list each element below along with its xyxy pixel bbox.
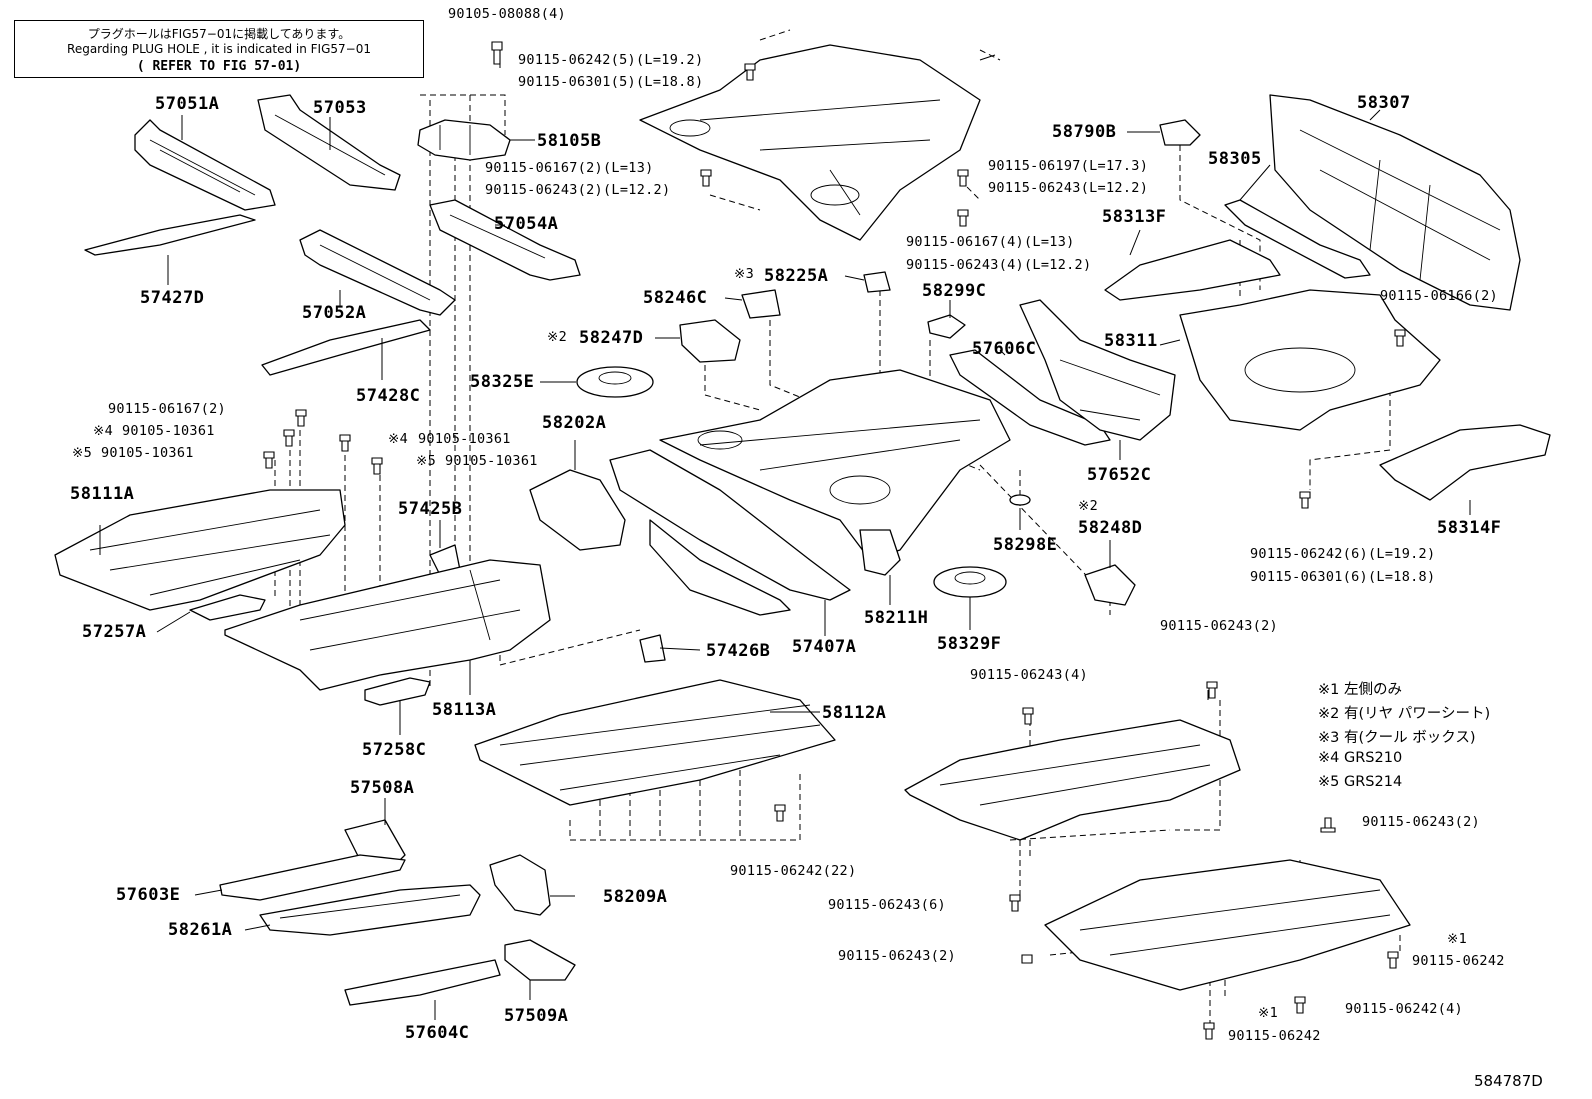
fastener-label-f23[interactable]: 90115-06243(2) — [838, 948, 956, 964]
part-label-58202A[interactable]: 58202A — [542, 413, 607, 433]
legend-item-2: ※2 有(リヤ パワーシート) — [1318, 706, 1491, 722]
part-label-58325E[interactable]: 58325E — [470, 372, 535, 392]
part-label-58298E[interactable]: 58298E — [993, 535, 1058, 555]
fastener-label-f22[interactable]: 90115-06243(6) — [828, 897, 946, 913]
part-label-57426B[interactable]: 57426B — [706, 641, 771, 661]
fastener-label-f9[interactable]: 90115-06243(4)(L=12.2) — [906, 257, 1092, 273]
part-label-57606C[interactable]: 57606C — [972, 339, 1037, 359]
part-label-58790B[interactable]: 58790B — [1052, 122, 1117, 142]
part-mark-2b: ※2 — [1078, 498, 1099, 514]
legend-item-1: ※1 左側のみ — [1318, 682, 1402, 698]
part-label-58307[interactable]: 58307 — [1357, 93, 1411, 113]
part-label-58225A[interactable]: 58225A — [764, 266, 829, 286]
fastener-label-f11[interactable]: 90115-06167(2) — [108, 401, 226, 417]
part-label-58111A[interactable]: 58111A — [70, 484, 135, 504]
part-label-57054A[interactable]: 57054A — [494, 214, 559, 234]
fastener-label-f3[interactable]: 90115-06301(5)(L=18.8) — [518, 74, 704, 90]
part-label-58299C[interactable]: 58299C — [922, 281, 987, 301]
leader-lines — [99, 54, 1471, 1020]
fastener-mark-4b: ※4 — [388, 431, 409, 447]
note-line-japanese: プラグホールはFIG57−01に掲載してあります。 — [87, 27, 351, 41]
part-label-58313F[interactable]: 58313F — [1102, 207, 1167, 227]
note-line-english: Regarding PLUG HOLE , it is indicated in… — [67, 42, 371, 56]
part-label-58113A[interactable]: 58113A — [432, 700, 497, 720]
fastener-label-f1[interactable]: 90105-08088(4) — [448, 6, 566, 22]
fastener-label-f14[interactable]: 90105-10361 — [418, 431, 511, 447]
parts-outlines — [54, 44, 1551, 1006]
part-label-58261A[interactable]: 58261A — [168, 920, 233, 940]
fastener-label-f10[interactable]: 90115-06166(2) — [1380, 288, 1498, 304]
part-label-58311[interactable]: 58311 — [1104, 331, 1158, 351]
fastener-mark-1b: ※1 — [1258, 1005, 1279, 1021]
fastener-label-f26[interactable]: 90115-06242 — [1228, 1028, 1321, 1044]
part-label-57652C[interactable]: 57652C — [1087, 465, 1152, 485]
part-label-58211H[interactable]: 58211H — [864, 608, 929, 628]
part-label-58248D[interactable]: 58248D — [1078, 518, 1143, 538]
fastener-mark-4a: ※4 — [93, 423, 114, 439]
fastener-label-f12[interactable]: 90105-10361 — [122, 423, 215, 439]
fastener-label-f25[interactable]: 90115-06242(4) — [1345, 1001, 1463, 1017]
part-mark-3: ※3 — [734, 266, 755, 282]
part-label-58105B[interactable]: 58105B — [537, 131, 602, 151]
part-label-58246C[interactable]: 58246C — [643, 288, 708, 308]
fastener-label-f17[interactable]: 90115-06301(6)(L=18.8) — [1250, 569, 1436, 585]
fastener-label-f15[interactable]: 90105-10361 — [445, 453, 538, 469]
note-refer-fig: ( REFER TO FIG 57-01) — [136, 59, 302, 74]
fastener-label-f16[interactable]: 90115-06242(6)(L=19.2) — [1250, 546, 1436, 562]
part-label-57425B[interactable]: 57425B — [398, 499, 463, 519]
part-label-57258C[interactable]: 57258C — [362, 740, 427, 760]
part-mark-2a: ※2 — [547, 329, 568, 345]
part-label-57508A[interactable]: 57508A — [350, 778, 415, 798]
part-label-57509A[interactable]: 57509A — [504, 1006, 569, 1026]
fastener-label-f20[interactable]: 90115-06242(22) — [730, 863, 857, 879]
part-label-58305[interactable]: 58305 — [1208, 149, 1262, 169]
part-label-57427D[interactable]: 57427D — [140, 288, 205, 308]
fastener-label-f18[interactable]: 90115-06243(2) — [1160, 618, 1278, 634]
part-label-57603E[interactable]: 57603E — [116, 885, 181, 905]
legend: ※1 左側のみ ※2 有(リヤ パワーシート) ※3 有(クール ボックス) ※… — [1318, 678, 1490, 798]
fastener-label-f19[interactable]: 90115-06243(4) — [970, 667, 1088, 683]
part-label-57257A[interactable]: 57257A — [82, 622, 147, 642]
part-label-57428C[interactable]: 57428C — [356, 386, 421, 406]
fastener-mark-1a: ※1 — [1447, 931, 1468, 947]
part-label-58209A[interactable]: 58209A — [603, 887, 668, 907]
fastener-mark-5a: ※5 — [72, 445, 93, 461]
part-label-57407A[interactable]: 57407A — [792, 637, 857, 657]
fastener-label-f21[interactable]: 90115-06243(2) — [1362, 814, 1480, 830]
fastener-label-f13[interactable]: 90105-10361 — [101, 445, 194, 461]
part-label-57051A[interactable]: 57051A — [155, 94, 220, 114]
part-label-57604C[interactable]: 57604C — [405, 1023, 470, 1043]
part-label-57052A[interactable]: 57052A — [302, 303, 367, 323]
part-label-58112A[interactable]: 58112A — [822, 703, 887, 723]
part-label-58314F[interactable]: 58314F — [1437, 518, 1502, 538]
fastener-label-f4[interactable]: 90115-06167(2)(L=13) — [485, 160, 654, 176]
part-label-58247D[interactable]: 58247D — [579, 328, 644, 348]
fastener-label-f6[interactable]: 90115-06197(L=17.3) — [988, 158, 1149, 174]
figure-id: 584787D — [1474, 1072, 1543, 1090]
fastener-label-f24[interactable]: 90115-06242 — [1412, 953, 1505, 969]
fastener-mark-5b: ※5 — [416, 453, 437, 469]
fastener-label-f7[interactable]: 90115-06243(L=12.2) — [988, 180, 1149, 196]
fastener-label-f5[interactable]: 90115-06243(2)(L=12.2) — [485, 182, 671, 198]
fastener-label-f2[interactable]: 90115-06242(5)(L=19.2) — [518, 52, 704, 68]
fastener-label-f8[interactable]: 90115-06167(4)(L=13) — [906, 234, 1075, 250]
plug-hole-note-box: プラグホールはFIG57−01に掲載してあります。 Regarding PLUG… — [14, 20, 424, 78]
legend-item-3: ※3 有(クール ボックス) — [1318, 730, 1476, 746]
legend-item-4: ※4 GRS210 — [1318, 750, 1403, 766]
bolt-icons — [263, 41, 1406, 1040]
part-label-58329F[interactable]: 58329F — [937, 634, 1002, 654]
legend-item-5: ※5 GRS214 — [1318, 774, 1403, 790]
part-label-57053[interactable]: 57053 — [313, 98, 367, 118]
